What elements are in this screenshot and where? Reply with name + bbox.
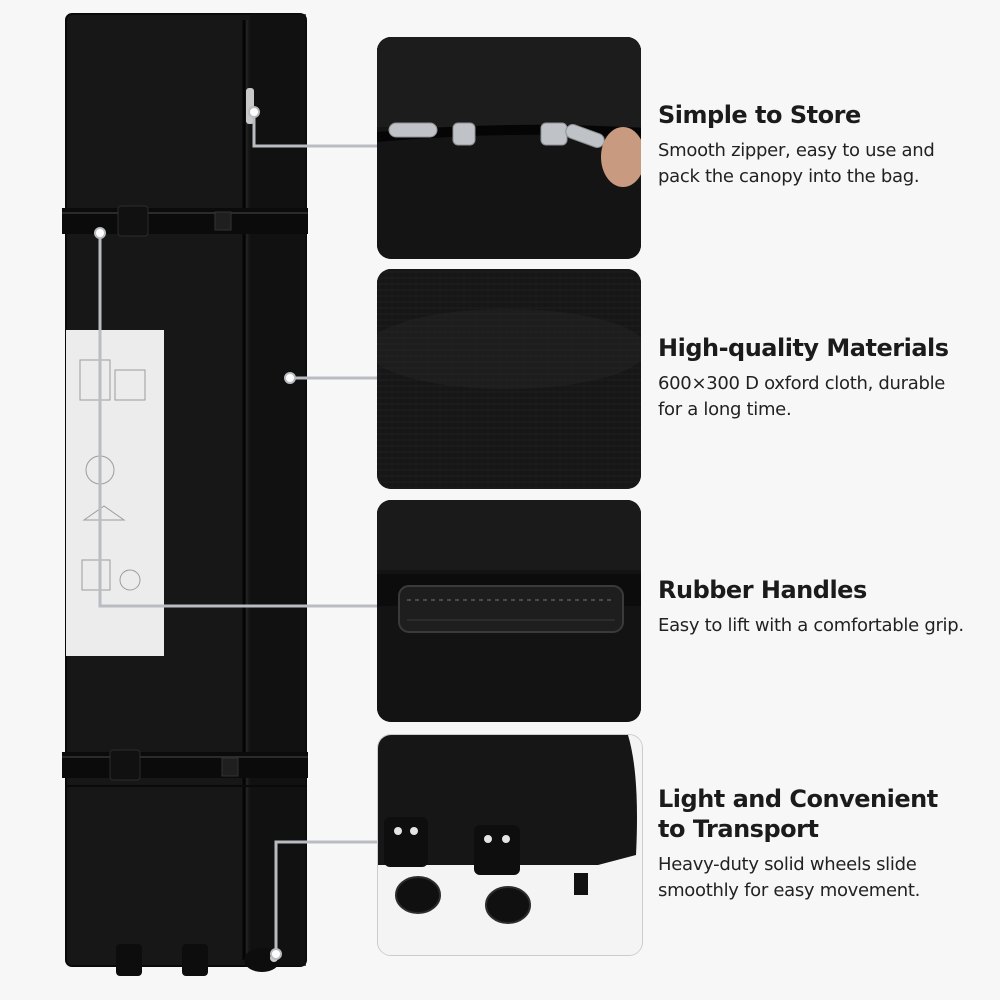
feature-title-line: Light and Convenient [658, 785, 938, 813]
feature-title: Simple to Store [658, 101, 861, 129]
oxford-cloth-detail-image [377, 269, 641, 489]
feature-description-line: Heavy-duty solid wheels slide [658, 854, 917, 875]
feature-title: Rubber Handles [658, 576, 867, 604]
feature-description-line: Easy to lift with a comfortable grip. [658, 615, 964, 636]
feature-title: High-quality Materials [658, 334, 949, 362]
feature-title-line: to Transport [658, 815, 819, 843]
feature-description: 600×300 D oxford cloth, durable for a lo… [658, 371, 988, 423]
feature-description: Smooth zipper, easy to use and pack the … [658, 138, 988, 190]
zipper-detail-image [377, 37, 641, 259]
feature-description-line: 600×300 D oxford cloth, durable [658, 373, 946, 394]
feature-description-line: for a long time. [658, 399, 792, 420]
feature-description: Easy to lift with a comfortable grip. [658, 613, 988, 639]
feature-description-line: smoothly for easy movement. [658, 880, 921, 901]
feature-light-and-convenient: Light and Convenient to Transport Heavy-… [658, 784, 988, 904]
feature-rubber-handles: Rubber Handles Easy to lift with a comfo… [658, 575, 988, 639]
feature-title: Light and Convenient to Transport [658, 784, 988, 844]
feature-description-line: Smooth zipper, easy to use and [658, 140, 935, 161]
feature-high-quality-materials: High-quality Materials 600×300 D oxford … [658, 333, 988, 423]
rubber-handle-detail-image [377, 500, 641, 722]
wheels-detail-image [377, 734, 643, 956]
storage-bag-image [62, 13, 308, 976]
feature-description-line: pack the canopy into the bag. [658, 166, 920, 187]
feature-simple-to-store: Simple to Store Smooth zipper, easy to u… [658, 100, 988, 190]
feature-description: Heavy-duty solid wheels slide smoothly f… [658, 852, 988, 904]
